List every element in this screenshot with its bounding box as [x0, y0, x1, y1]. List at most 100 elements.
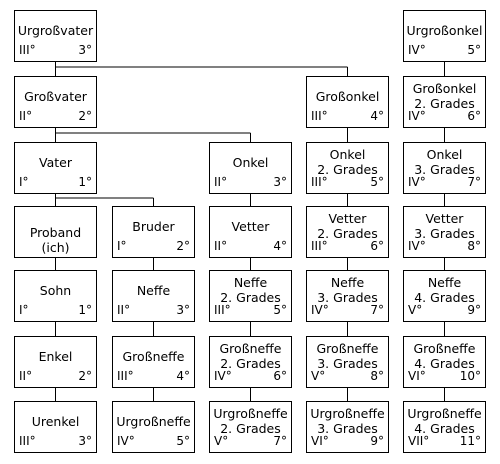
- node-name-line: Großneffe: [413, 341, 476, 356]
- node-relationship-degree: 10°: [459, 369, 481, 383]
- node-name-line: 2. Grades: [317, 162, 378, 177]
- node-name-line: Onkel: [329, 147, 366, 162]
- node-degree: III°: [311, 239, 328, 253]
- node-relationship-degree: 3°: [176, 303, 190, 317]
- node-degree: III°: [311, 109, 328, 123]
- node-relationship-degree: 4°: [273, 239, 287, 253]
- node-name-line: Onkel: [426, 147, 463, 162]
- node-relationship-degree: 1°: [78, 175, 92, 189]
- node-degree: IV°: [408, 239, 426, 253]
- node-degree: III°: [19, 43, 36, 57]
- node-relationship-degree: 3°: [78, 434, 92, 448]
- node-relationship-degree: 8°: [370, 369, 384, 383]
- node-degree: VI°: [311, 434, 329, 448]
- node-name-line: Großvater: [24, 89, 87, 104]
- node-name: Enkel: [15, 349, 96, 364]
- node-degree: III°: [19, 434, 36, 448]
- node-degree: III°: [311, 175, 328, 189]
- node-name-line: Großneffe: [219, 341, 282, 356]
- node-name: Urgroßvater: [15, 23, 96, 38]
- node-degree: IV°: [311, 303, 329, 317]
- node-degree: V°: [214, 434, 229, 448]
- node-name: Vetter: [210, 219, 291, 234]
- node-name-line: 3. Grades: [317, 356, 378, 371]
- node-name-line: Bruder: [132, 219, 175, 234]
- node-name: Neffe: [113, 283, 194, 298]
- node-relationship-degree: 6°: [273, 369, 287, 383]
- node-name: Bruder: [113, 219, 194, 234]
- node-relationship-degree: 2°: [78, 109, 92, 123]
- node-relationship-degree: 2°: [176, 239, 190, 253]
- node-relationship-degree: 5°: [370, 175, 384, 189]
- node-relationship-degree: 3°: [273, 175, 287, 189]
- node-name-line: 4. Grades: [414, 356, 475, 371]
- node-name-line: Urgroßneffe: [407, 406, 482, 421]
- node-degree: VI°: [408, 369, 426, 383]
- node-relationship-degree: 5°: [467, 43, 481, 57]
- node-name: Urgroßneffe: [113, 414, 194, 429]
- node-relationship-degree: 4°: [370, 109, 384, 123]
- node-degree: VII°: [408, 434, 430, 448]
- node-degree: I°: [19, 175, 29, 189]
- node-relationship-degree: 9°: [370, 434, 384, 448]
- node-relationship-degree: 8°: [467, 239, 481, 253]
- node-name-line: 2. Grades: [414, 96, 475, 111]
- node-name-line: 4. Grades: [414, 290, 475, 305]
- node-name-line: Urgroßvater: [17, 23, 94, 38]
- node-name-line: 3. Grades: [317, 290, 378, 305]
- node-relationship-degree: 1°: [78, 303, 92, 317]
- node-name-line: Enkel: [38, 349, 73, 364]
- node-name: Vater: [15, 155, 96, 170]
- node-name-line: Großneffe: [122, 349, 185, 364]
- node-name-line: Proband (ich): [29, 225, 82, 255]
- node-degree: IV°: [214, 369, 232, 383]
- node-name-line: Urgroßonkel: [406, 23, 483, 38]
- node-name-line: Vetter: [231, 219, 270, 234]
- node-name-line: Neffe: [136, 283, 171, 298]
- node-name-line: Vetter: [328, 211, 367, 226]
- node-degree: III°: [117, 369, 134, 383]
- node-name-line: 2. Grades: [220, 290, 281, 305]
- node-name-line: Vater: [39, 155, 72, 170]
- node-name: Sohn: [15, 283, 96, 298]
- node-name-line: Urgroßneffe: [310, 406, 385, 421]
- node-degree: III°: [214, 303, 231, 317]
- node-relationship-degree: 7°: [467, 175, 481, 189]
- node-name: Proband (ich): [15, 225, 96, 255]
- node-name-line: 2. Grades: [220, 421, 281, 436]
- node-degree: IV°: [408, 175, 426, 189]
- node-proband: Proband (ich): [14, 206, 97, 258]
- node-name-line: 3. Grades: [414, 162, 475, 177]
- node-name: Großneffe: [113, 349, 194, 364]
